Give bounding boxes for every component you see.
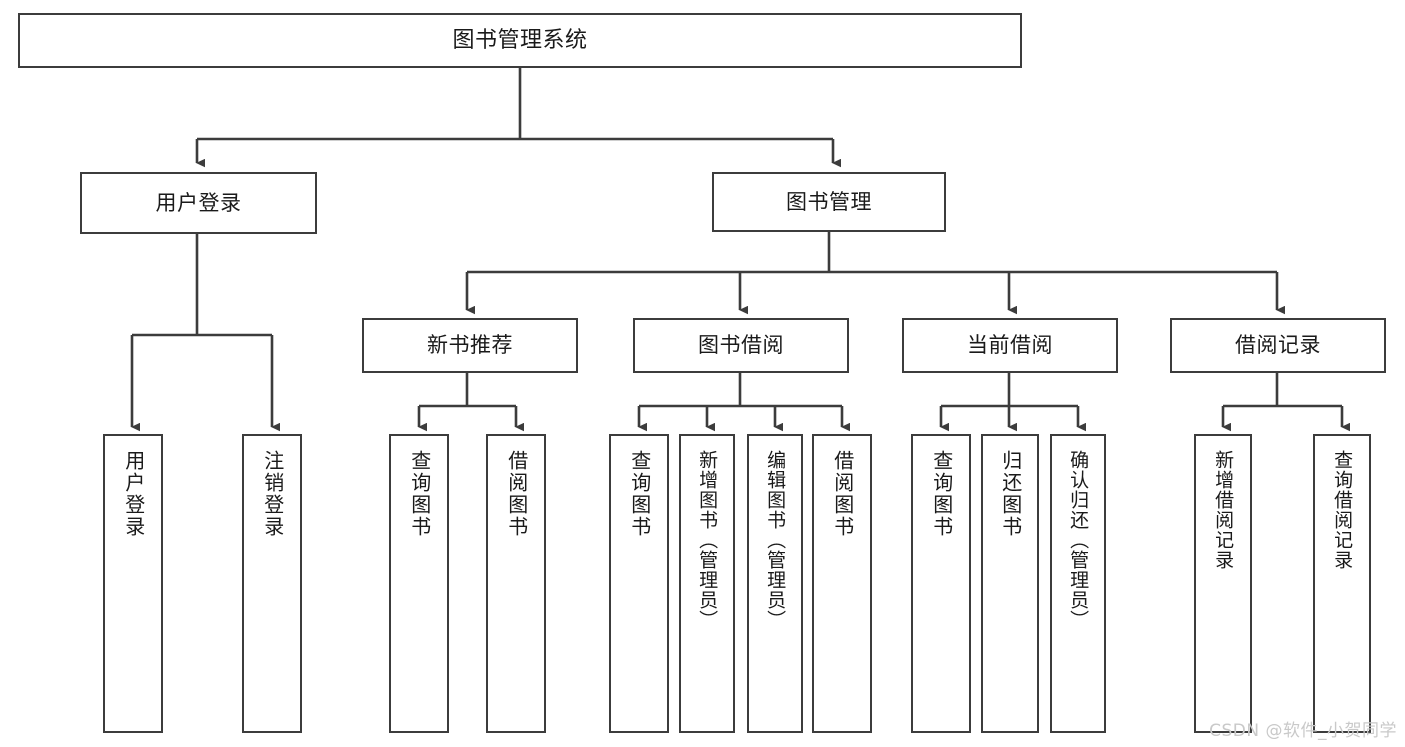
node-leaf-query-book-recommend[interactable]: 查询图书 — [389, 434, 449, 733]
node-label: 查询图书 — [407, 450, 432, 538]
node-user-login[interactable]: 用户登录 — [80, 172, 317, 234]
node-leaf-borrow-book-recommend[interactable]: 借阅图书 — [486, 434, 546, 733]
node-label: 新增图书（管理员） — [696, 450, 719, 630]
node-leaf-return-book[interactable]: 归还图书 — [981, 434, 1039, 733]
node-leaf-query-book-borrow[interactable]: 查询图书 — [609, 434, 669, 733]
node-leaf-user-login[interactable]: 用户登录 — [103, 434, 163, 733]
node-label: 当前借阅 — [967, 333, 1053, 358]
node-borrow-record[interactable]: 借阅记录 — [1170, 318, 1386, 373]
node-current-borrow[interactable]: 当前借阅 — [902, 318, 1118, 373]
node-label: 归还图书 — [998, 450, 1023, 538]
node-label: 用户登录 — [155, 190, 242, 215]
node-leaf-query-borrow-record[interactable]: 查询借阅记录 — [1313, 434, 1371, 733]
node-label: 查询图书 — [929, 450, 954, 538]
node-label: 图书管理系统 — [452, 27, 588, 53]
node-leaf-add-borrow-record[interactable]: 新增借阅记录 — [1194, 434, 1252, 733]
csdn-watermark: CSDN @软件_小贺同学 — [1209, 721, 1397, 741]
node-label: 图书管理 — [786, 189, 872, 214]
node-label: 借阅记录 — [1235, 333, 1321, 358]
node-leaf-edit-book-admin[interactable]: 编辑图书（管理员） — [747, 434, 803, 733]
node-label: 新书推荐 — [427, 333, 513, 358]
node-root-book-management-system[interactable]: 图书管理系统 — [18, 13, 1022, 68]
node-leaf-user-logout[interactable]: 注销登录 — [242, 434, 302, 733]
node-label: 编辑图书（管理员） — [764, 450, 787, 630]
node-label: 新增借阅记录 — [1212, 450, 1235, 570]
node-label: 借阅图书 — [504, 450, 529, 538]
node-label: 查询图书 — [627, 450, 652, 538]
node-label: 查询借阅记录 — [1331, 450, 1354, 570]
node-leaf-query-book-current[interactable]: 查询图书 — [911, 434, 971, 733]
node-label: 确认归还（管理员） — [1067, 450, 1090, 630]
node-label: 用户登录 — [121, 450, 146, 538]
node-leaf-borrow-book[interactable]: 借阅图书 — [812, 434, 872, 733]
node-label: 借阅图书 — [830, 450, 855, 538]
node-leaf-confirm-return-admin[interactable]: 确认归还（管理员） — [1050, 434, 1106, 733]
node-leaf-add-book-admin[interactable]: 新增图书（管理员） — [679, 434, 735, 733]
node-label: 注销登录 — [260, 450, 285, 538]
node-book-management[interactable]: 图书管理 — [712, 172, 946, 232]
node-new-book-recommend[interactable]: 新书推荐 — [362, 318, 578, 373]
node-book-borrow[interactable]: 图书借阅 — [633, 318, 849, 373]
node-label: 图书借阅 — [698, 333, 784, 358]
